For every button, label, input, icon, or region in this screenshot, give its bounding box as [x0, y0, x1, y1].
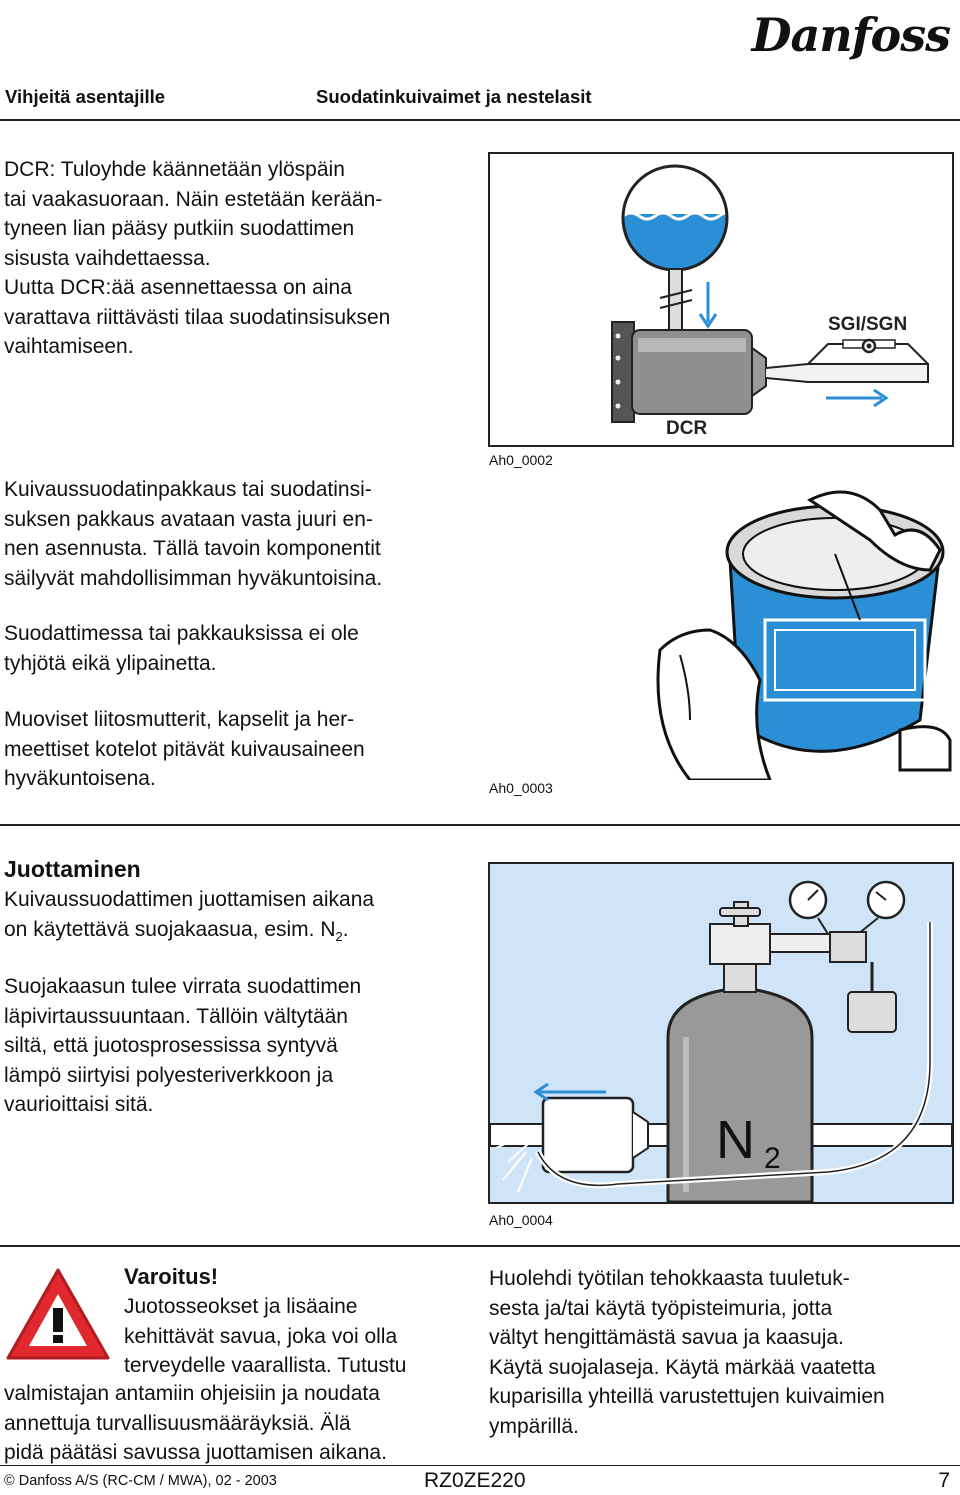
package-opening-figure [656, 490, 952, 780]
header-left-title: Vihjeitä asentajille [5, 86, 166, 107]
figure-caption: Ah0_0004 [489, 1212, 553, 1228]
sight-glass [807, 338, 929, 365]
text-line: hyväkuntoisena. [4, 767, 156, 790]
page-number: 7 [938, 1469, 950, 1492]
nitrogen-brazing-figure: N 2 [488, 862, 954, 1204]
copyright-text: Danfoss A/S (RC-CM / MWA), 02 - 2003 [18, 1473, 277, 1489]
text-line: tyhjötä eikä ylipainetta. [4, 651, 217, 675]
text-line: valmistajan antamiin ohjeisiin ja noudat… [4, 1382, 380, 1405]
text-line: ympärillä. [489, 1414, 579, 1438]
gas-flow-text: Suojakaasun tulee virrata suodattimen lä… [4, 972, 474, 1120]
text-line: Käytä suojalaseja. Käytä märkää vaatetta [489, 1355, 876, 1379]
regulator-valve [709, 880, 906, 1033]
text-line: varattava riittävästi tilaa suodatinsisu… [4, 305, 391, 329]
text-line: siltä, että juotosprosessissa syntyvä [4, 1034, 338, 1057]
ventilation-text: Huolehdi työtilan tehokkaasta tuuletuk- … [489, 1264, 959, 1441]
text-line: läpivirtaussuuntaan. Tällöin vältytään [4, 1004, 348, 1028]
text-line: vältyt hengittämästä savua ja kaasuja. [489, 1326, 844, 1349]
text-line: Suojakaasun tulee virrata suodattimen [4, 975, 362, 998]
text-line: tyneen lian pääsy putkiin suodattimen [4, 217, 355, 240]
package-opening-text: Kuivaussuodatinpakkaus tai suodatinsi- s… [4, 475, 474, 593]
header-center-title: Suodatinkuivaimet ja nestelasit [316, 86, 592, 107]
text-line: Muoviset liitosmutterit, kapselit ja her… [4, 708, 355, 731]
text-line: lämpö siirtyisi polyesteriverkkoon ja [4, 1063, 334, 1087]
dcr-filter-body [611, 321, 767, 423]
text-line: kuparisilla yhteillä varustettujen kuiva… [489, 1385, 885, 1408]
figure-caption: Ah0_0002 [489, 452, 553, 468]
text-line: vaurioittaisi sitä. [4, 1093, 154, 1116]
text-fragment: . [342, 917, 349, 941]
soldering-text: Kuivaussuodattimen juottamisen aikana on… [4, 885, 474, 951]
section-heading: Juottaminen [4, 856, 141, 882]
figure-caption: Ah0_0003 [489, 780, 553, 796]
text-line: sesta ja/tai käytä työpisteimuria, jotta [489, 1296, 833, 1320]
text-line: meettiset kotelot pitävät kuivausaineen [4, 737, 365, 761]
flow-left-arrow [533, 1082, 606, 1102]
text-line: sisusta vaihdettaessa. [4, 246, 211, 270]
text-line: tai vaakasuoraan. Näin estetään kerään- [4, 187, 383, 211]
dcr-instructions: DCR: Tuloyhde käännetään ylöspäin tai va… [4, 155, 474, 362]
text-line: suksen pakkaus avataan vasta juuri en- [4, 507, 373, 531]
warning-text-indented: Juotosseokset ja lisäaine kehittävät sav… [124, 1292, 484, 1381]
dcr-installation-figure: SGI/SGN DCR [488, 152, 954, 447]
warning-title: Varoitus! [124, 1264, 219, 1289]
flow-down-arrow [698, 282, 718, 329]
text-line: vaihtamiseen. [4, 335, 134, 358]
warning-icon [6, 1268, 110, 1360]
nitrogen-cylinder [666, 988, 814, 1204]
text-line: DCR: Tuloyhde käännetään ylöspäin [4, 158, 345, 181]
sgi-sgn-label: SGI/SGN [828, 314, 907, 335]
text-line: Huolehdi työtilan tehokkaasta tuuletuk- [489, 1267, 850, 1290]
subscript: 2 [335, 928, 343, 944]
text-line: on käytettävä suojakaasua, esim. N2. [4, 915, 474, 952]
pressure-text: Suodattimessa tai pakkauksissa ei ole ty… [4, 619, 474, 678]
text-line: säilyvät mahdollisimman hyväkuntoisina. [4, 566, 383, 590]
text-line: Juotosseokset ja lisäaine [124, 1295, 358, 1318]
flow-right-arrow [826, 388, 889, 408]
header-rule [0, 119, 960, 121]
text-line: nen asennusta. Tällä tavoin komponentit [4, 537, 381, 560]
warning-text: valmistajan antamiin ohjeisiin ja noudat… [4, 1379, 484, 1468]
footer-copyright: © Danfoss A/S (RC-CM / MWA), 02 - 2003 [4, 1473, 277, 1489]
text-line: pidä päätäsi savussa juottamisen aikana. [4, 1441, 387, 1464]
n2-label: N [716, 1110, 755, 1170]
footer-rule [0, 1465, 960, 1466]
plastic-nuts-text: Muoviset liitosmutterit, kapselit ja her… [4, 705, 474, 794]
text-line: kehittävät savua, joka voi olla [124, 1324, 398, 1348]
text-line: Kuivaussuodatinpakkaus tai suodatinsi- [4, 478, 372, 501]
gas-spray [495, 1137, 533, 1193]
n2-subscript: 2 [764, 1142, 781, 1175]
danfoss-logo: Danfoss [751, 8, 951, 62]
text-line: Uutta DCR:ää asennettaessa on aina [4, 276, 352, 299]
section-rule [0, 824, 960, 826]
dcr-label: DCR [666, 418, 707, 439]
text-line: annettuja turvallisuusmääräyksiä. Älä [4, 1411, 351, 1435]
hand [656, 490, 952, 780]
text-line: terveydelle vaarallista. Tutustu [124, 1354, 407, 1377]
section-rule [0, 1245, 960, 1247]
text-fragment: on käytettävä suojakaasua, esim. N [4, 917, 336, 941]
text-line: Kuivaussuodattimen juottamisen aikana [4, 888, 375, 911]
text-line: Suodattimessa tai pakkauksissa ei ole [4, 622, 359, 645]
footer-doc-code: RZ0ZE220 [424, 1469, 526, 1492]
copyright-symbol: © [4, 1473, 15, 1489]
